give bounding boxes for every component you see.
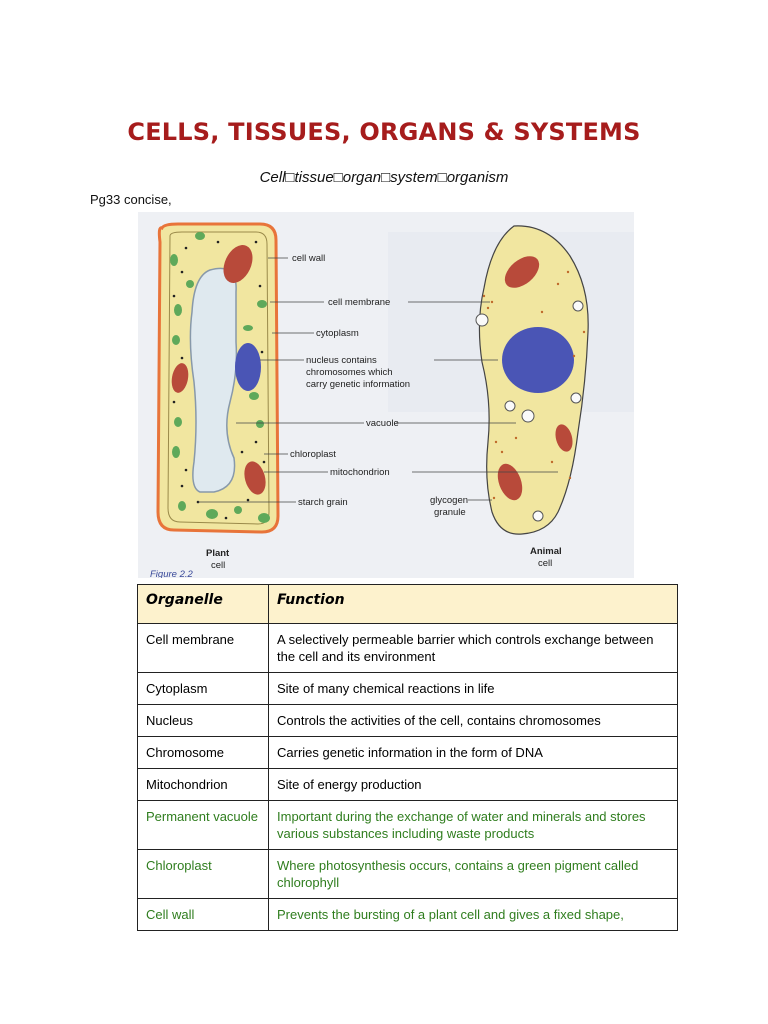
organelle-cell: Chloroplast xyxy=(137,849,269,899)
header-function: Function xyxy=(268,584,678,624)
reference-note: Pg33 concise, xyxy=(90,192,172,207)
page-title: CELLS, TISSUES, ORGANS & SYSTEMS xyxy=(127,118,641,146)
label-vacuole: vacuole xyxy=(366,418,399,429)
label-mitochondrion: mitochondrion xyxy=(330,467,390,478)
cell-diagram: cell wall cell membrane cytoplasm nucleu… xyxy=(138,212,634,578)
organelle-cell: Nucleus xyxy=(137,704,269,737)
plant-chloroplasts xyxy=(170,232,270,523)
plant-vacuole xyxy=(189,267,238,493)
label-plant-2: cell xyxy=(211,560,225,571)
label-cytoplasm: cytoplasm xyxy=(316,328,359,339)
animal-vacuoles xyxy=(475,300,584,522)
function-cell: A selectively permeable barrier which co… xyxy=(268,623,678,673)
plant-nucleus xyxy=(235,343,261,391)
label-nucleus-2: chromosomes which xyxy=(306,367,393,378)
label-plant-1: Plant xyxy=(206,548,230,559)
label-glycogen-1: glycogen xyxy=(430,495,468,506)
function-cell: Site of energy production xyxy=(268,768,678,801)
header-organelle: Organelle xyxy=(137,584,269,624)
table-row: Nucleus Controls the activities of the c… xyxy=(137,704,678,737)
table-row: Cell wall Prevents the bursting of a pla… xyxy=(137,898,678,931)
label-starch-grain: starch grain xyxy=(298,497,348,508)
animal-cell xyxy=(475,225,589,535)
page-subtitle: Cell□tissue□organ□system□organism xyxy=(259,169,509,186)
label-animal-1: Animal xyxy=(530,546,562,557)
table-header-row: Organelle Function xyxy=(137,584,678,624)
function-cell: Where photosynthesis occurs, contains a … xyxy=(268,849,678,899)
organelle-cell: Chromosome xyxy=(137,736,269,769)
label-nucleus-3: carry genetic information xyxy=(306,379,410,390)
table-row: Chloroplast Where photosynthesis occurs,… xyxy=(137,849,678,899)
animal-mitochondria xyxy=(497,256,573,501)
table-row: Cytoplasm Site of many chemical reaction… xyxy=(137,672,678,705)
label-glycogen-2: granule xyxy=(434,507,466,518)
animal-nucleus xyxy=(502,327,574,393)
table-row: Cell membrane A selectively permeable ba… xyxy=(137,623,678,673)
organelle-cell: Cell membrane xyxy=(137,623,269,673)
plant-cell-membrane xyxy=(167,231,270,525)
function-cell: Controls the activities of the cell, con… xyxy=(268,704,678,737)
function-cell: Prevents the bursting of a plant cell an… xyxy=(268,898,678,931)
table-row: Mitochondrion Site of energy production xyxy=(137,768,678,801)
plant-mitochondria xyxy=(171,245,266,495)
organelle-cell: Cytoplasm xyxy=(137,672,269,705)
label-animal-2: cell xyxy=(538,558,552,569)
cell-diagram-figure: cell wall cell membrane cytoplasm nucleu… xyxy=(138,212,634,578)
label-leader-lines xyxy=(198,257,558,503)
organelle-cell: Cell wall xyxy=(137,898,269,931)
function-cell: Carries genetic information in the form … xyxy=(268,736,678,769)
label-nucleus-1: nucleus contains xyxy=(306,355,377,366)
label-cell-membrane: cell membrane xyxy=(328,297,390,308)
table-row: Permanent vacuole Important during the e… xyxy=(137,800,678,850)
label-cell-wall: cell wall xyxy=(292,253,325,264)
table-row: Chromosome Carries genetic information i… xyxy=(137,736,678,769)
label-chloroplast: chloroplast xyxy=(290,449,336,460)
organelle-table: Organelle Function Cell membrane A selec… xyxy=(137,584,678,931)
figure-caption: Figure 2.2 xyxy=(150,569,193,578)
animal-glycogen-granules xyxy=(482,270,586,500)
plant-cell xyxy=(156,222,280,534)
plant-starch-grains xyxy=(172,240,266,520)
function-cell: Important during the exchange of water a… xyxy=(268,800,678,850)
function-cell: Site of many chemical reactions in life xyxy=(268,672,678,705)
organelle-cell: Permanent vacuole xyxy=(137,800,269,850)
organelle-cell: Mitochondrion xyxy=(137,768,269,801)
